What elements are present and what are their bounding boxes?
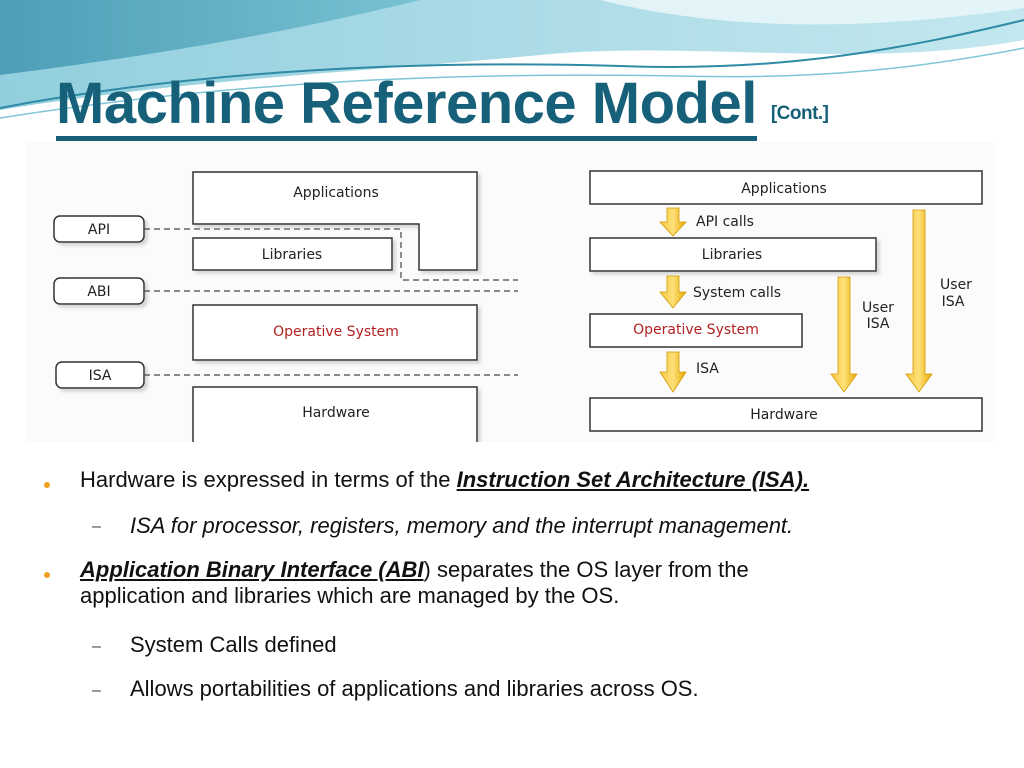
api-label: API [88,222,110,238]
bullet-2-text-line2: application and libraries which are mana… [80,583,620,608]
right-diagram: Applications Libraries Operative System … [589,170,983,432]
bullet-2: Application Binary Interface (ABI) separ… [80,557,749,609]
bullet-dot-icon [44,482,50,488]
right-os-label: Operative System [633,322,759,338]
isa-label-box: ISA [55,361,145,389]
bullet-2-sub-1: System Calls defined [130,632,337,657]
machine-model-diagrams: API ABI ISA Applications Libraries Opera… [53,170,983,442]
header-wave-decoration [0,0,1024,119]
abi-label-box: ABI [53,277,145,305]
right-libraries-label: Libraries [702,247,762,263]
dash-icon: – [92,638,101,655]
api-dashed-line [144,228,518,281]
user-isa-2-label-bottom: ISA [942,294,965,310]
isa-term: Instruction Set Architecture (ISA). [456,467,810,492]
api-calls-label: API calls [696,214,754,230]
user-isa-short-arrow-icon [830,276,858,393]
user-isa-2-label-top: User [940,277,972,293]
slide-title: Machine Reference Model [Cont.] [56,70,829,141]
system-calls-arrow-icon [659,275,687,309]
right-applications-label: Applications [741,181,827,197]
left-os-label: Operative System [273,324,399,340]
right-os-layer [589,313,803,348]
right-hardware-layer [589,397,983,432]
isa-arrow-label: ISA [696,361,719,377]
left-hardware-label: Hardware [302,405,370,421]
slide-title-suffix: [Cont.] [770,103,829,124]
right-hardware-label: Hardware [750,407,818,423]
bullet-2-text: ) separates the OS layer from the [423,557,749,582]
bullet-1-sub-1: ISA for processor, registers, memory and… [130,513,794,538]
dash-icon: – [92,518,101,535]
right-applications-layer [589,170,983,205]
api-label-box: API [53,215,145,243]
abi-term: Application Binary Interface (ABI [80,557,424,582]
left-applications-label: Applications [293,185,379,201]
left-os-layer [192,304,478,361]
abi-label: ABI [87,284,110,300]
left-hardware-layer [192,386,478,442]
isa-arrow-icon [659,351,687,393]
bullet-2-sub-2: Allows portabilities of applications and… [130,676,699,701]
bullet-dot-icon [44,572,50,578]
bullet-1: Hardware is expressed in terms of the In… [80,467,809,493]
system-calls-label: System calls [693,285,781,301]
left-libraries-label: Libraries [262,247,322,263]
dash-icon: – [92,682,101,699]
user-isa-label-top: User [862,300,894,316]
bullet-1-text: Hardware is expressed in terms of the [80,467,457,492]
diagram-panel: API ABI ISA Applications Libraries Opera… [26,142,996,442]
left-applications-layer [192,171,478,271]
api-calls-arrow-icon [659,207,687,237]
user-isa-long-arrow-icon [905,209,933,393]
right-libraries-layer [589,237,877,272]
slide-title-main: Machine Reference Model [56,71,757,141]
left-libraries-layer [192,237,393,271]
user-isa-label-bottom: ISA [867,316,890,332]
isa-label: ISA [89,368,112,384]
left-diagram: API ABI ISA Applications Libraries Opera… [53,171,518,442]
